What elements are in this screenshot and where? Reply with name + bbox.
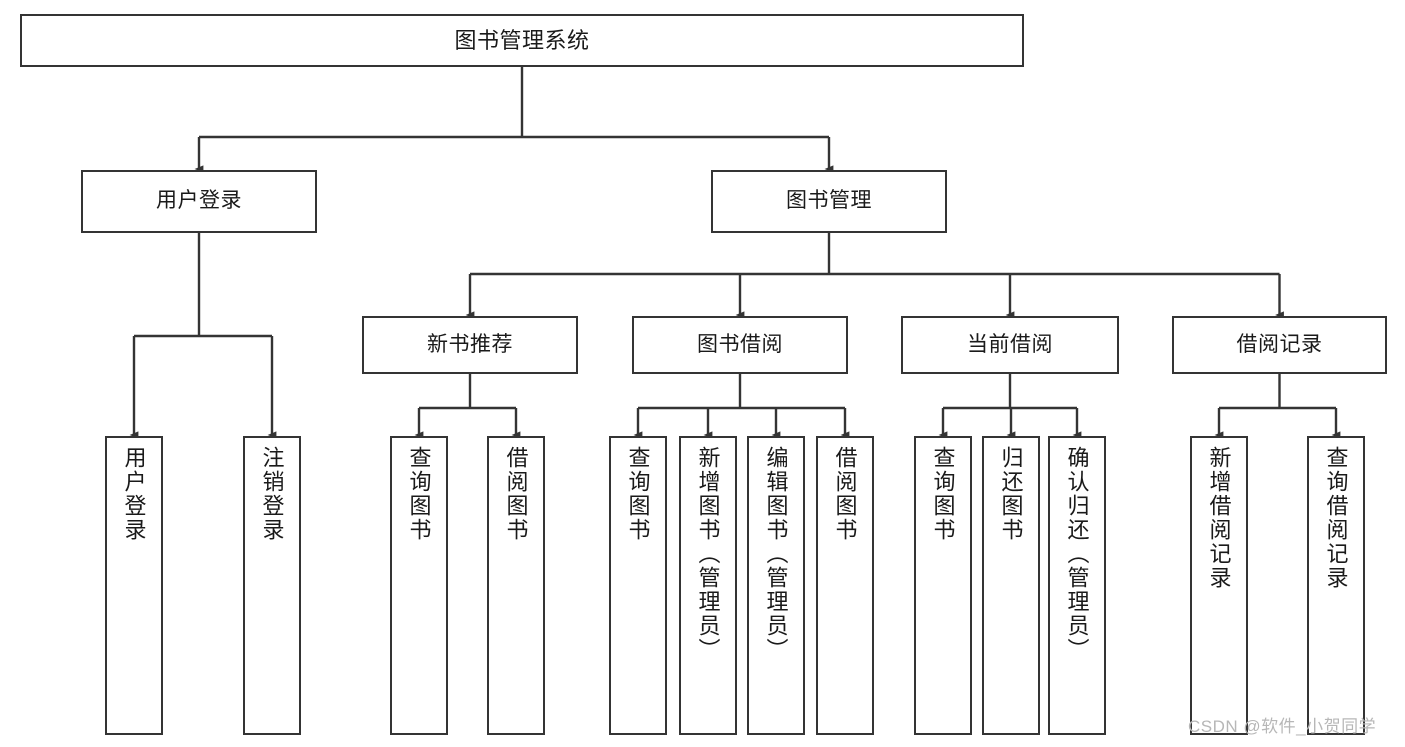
node-confirm-return[interactable]: 确认归还（管理员） (1048, 436, 1106, 735)
node-label: 新书推荐 (427, 332, 513, 356)
node-label: 图书管理 (786, 189, 872, 213)
node-label: 归还图书 (998, 446, 1024, 542)
node-query-book-3[interactable]: 查询图书 (914, 436, 972, 735)
node-label: 注销登录 (259, 446, 285, 542)
node-label: 查询图书 (625, 446, 651, 542)
node-label: 查询图书 (930, 446, 956, 542)
node-new-book-recommendation[interactable]: 新书推荐 (362, 316, 578, 374)
node-label: 查询借阅记录 (1323, 446, 1349, 590)
node-query-borrow-rec[interactable]: 查询借阅记录 (1307, 436, 1365, 735)
node-label: 新增图书（管理员） (695, 446, 721, 662)
node-label: 确认归还（管理员） (1064, 446, 1090, 662)
node-user-login[interactable]: 用户登录 (105, 436, 163, 735)
node-label: 借阅记录 (1236, 332, 1323, 356)
node-label: 图书管理系统 (454, 27, 590, 53)
node-label: 编辑图书（管理员） (763, 446, 789, 662)
node-current-borrowing[interactable]: 当前借阅 (901, 316, 1119, 374)
node-label: 新增借阅记录 (1206, 446, 1232, 590)
node-logout-login[interactable]: 注销登录 (243, 436, 301, 735)
node-book-borrowing[interactable]: 图书借阅 (632, 316, 848, 374)
node-label: 用户登录 (121, 446, 147, 542)
node-book-management-system[interactable]: 图书管理系统 (20, 14, 1024, 67)
node-label: 图书借阅 (697, 332, 783, 356)
node-return-book[interactable]: 归还图书 (982, 436, 1040, 735)
node-label: 借阅图书 (832, 446, 858, 542)
node-book-management[interactable]: 图书管理 (711, 170, 947, 233)
node-add-book-admin[interactable]: 新增图书（管理员） (679, 436, 737, 735)
csdn-watermark: CSDN @软件_小贺同学 (1188, 717, 1377, 736)
node-add-borrow-rec[interactable]: 新增借阅记录 (1190, 436, 1248, 735)
node-label: 用户登录 (156, 189, 242, 213)
node-borrow-book-2[interactable]: 借阅图书 (816, 436, 874, 735)
node-borrow-book-1[interactable]: 借阅图书 (487, 436, 545, 735)
node-label: 当前借阅 (967, 332, 1053, 356)
node-query-book-1[interactable]: 查询图书 (390, 436, 448, 735)
node-edit-book-admin[interactable]: 编辑图书（管理员） (747, 436, 805, 735)
node-label: 借阅图书 (503, 446, 529, 542)
node-query-book-2[interactable]: 查询图书 (609, 436, 667, 735)
node-borrowing-record[interactable]: 借阅记录 (1172, 316, 1387, 374)
node-label: 查询图书 (406, 446, 432, 542)
node-user-login[interactable]: 用户登录 (81, 170, 317, 233)
